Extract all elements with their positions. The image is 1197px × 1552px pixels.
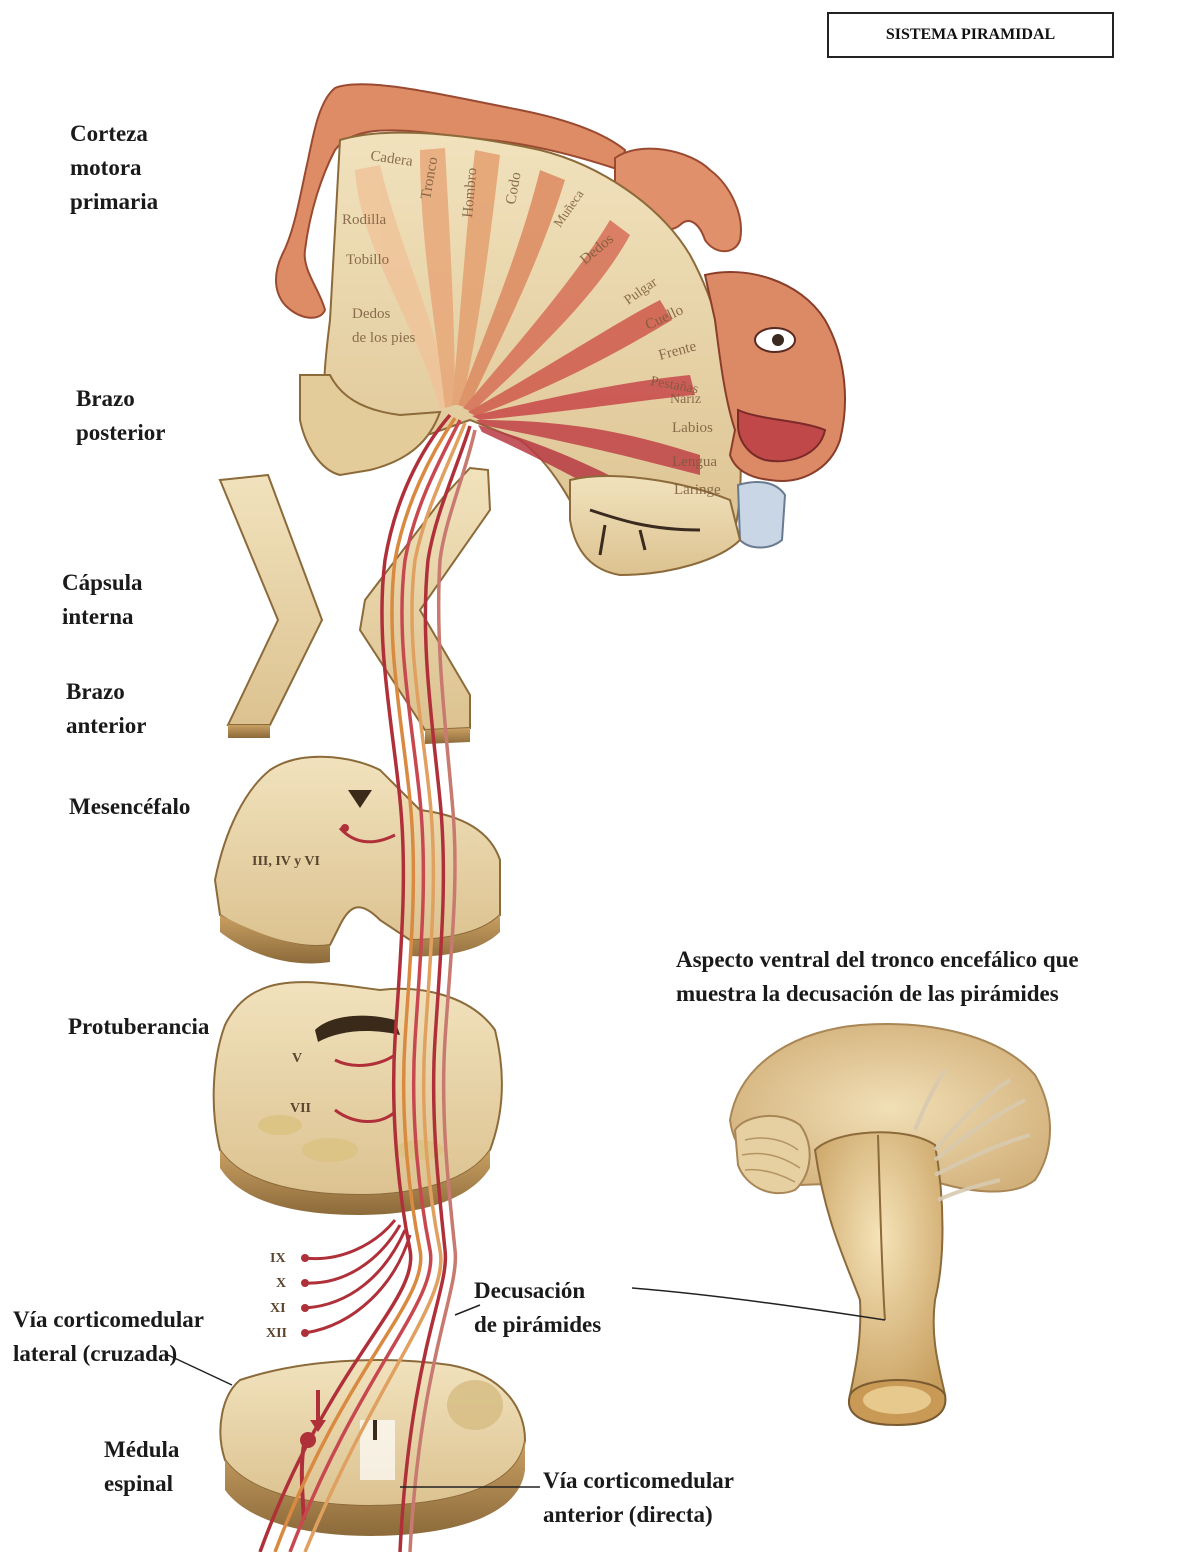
nucleus-label-iii-iv-vi: III, IV y VI (252, 854, 320, 869)
nucleus-label-xii: XII (266, 1326, 287, 1341)
nucleus-label-vii: VII (290, 1101, 311, 1116)
label-decusacion-piramides: Decusación de pirámides (474, 1274, 601, 1342)
nucleus-label-xi: XI (270, 1301, 286, 1316)
pons-section: V VII (214, 982, 502, 1215)
label-ventral-brainstem-caption: Aspecto ventral del tronco encefálico qu… (676, 943, 1079, 1011)
region-label: Dedos (352, 306, 390, 322)
region-label: de los pies (352, 330, 415, 346)
region-label: Labios (672, 420, 713, 436)
label-via-corticomedular-anterior: Vía corticomedular anterior (directa) (543, 1464, 734, 1532)
midbrain-slice (215, 757, 500, 946)
region-label: Nariz (670, 392, 701, 407)
capsule-left-limb (220, 475, 322, 725)
label-brazo-anterior: Brazo anterior (66, 675, 146, 743)
nucleus-label-ix: IX (270, 1251, 286, 1266)
midbrain-section: III, IV y VI (215, 757, 500, 964)
region-label: Rodilla (342, 212, 387, 228)
label-mesencefalo: Mesencéfalo (69, 790, 190, 824)
label-protuberancia: Protuberancia (68, 1010, 209, 1044)
nucleus-label-x: X (276, 1276, 286, 1291)
region-label: Laringe (674, 482, 721, 498)
internal-capsule-section (220, 468, 490, 744)
spinal-cord-section (220, 1360, 525, 1536)
pons-slice (214, 982, 502, 1195)
label-corteza-motora-primaria: Corteza motora primaria (70, 117, 158, 219)
nucleus-label-v: V (292, 1051, 302, 1066)
label-capsula-interna: Cápsula interna (62, 566, 143, 634)
label-via-corticomedular-lateral: Vía corticomedular lateral (cruzada) (13, 1303, 204, 1371)
region-label: Tobillo (346, 252, 389, 268)
medulla-nuclei: IX X XI XII (266, 1220, 410, 1341)
label-brazo-posterior: Brazo posterior (76, 382, 165, 450)
label-medula-espinal: Médula espinal (104, 1433, 179, 1501)
ventral-brainstem-inset (730, 1024, 1050, 1425)
diagram-title: SISTEMA PIRAMIDAL (827, 12, 1114, 58)
region-label: Lengua (672, 454, 717, 470)
larynx (738, 482, 785, 547)
